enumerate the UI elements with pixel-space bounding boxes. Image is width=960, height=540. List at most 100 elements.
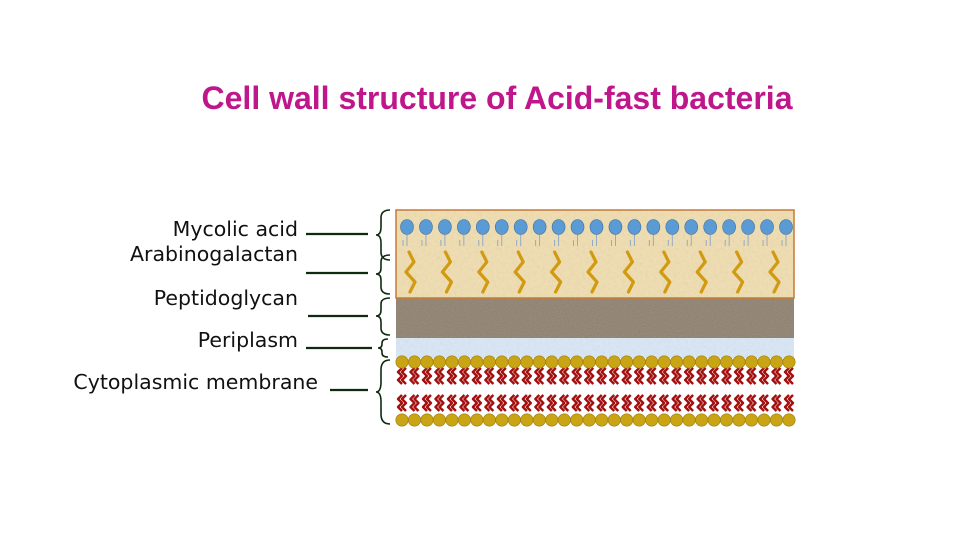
membrane-tail — [613, 394, 620, 412]
membrane-head — [732, 355, 746, 369]
membrane-tail — [609, 367, 616, 385]
membrane-tail — [696, 367, 703, 385]
mycolic-acid-tails — [402, 233, 787, 246]
arabinogalactan-chain — [768, 250, 781, 294]
membrane-tail — [662, 394, 670, 412]
membrane-tail — [637, 394, 645, 412]
mycolic-acid-head — [494, 219, 509, 235]
membrane-head — [620, 413, 634, 427]
mycolic-acid-head — [703, 219, 718, 235]
membrane-heads — [395, 355, 796, 427]
membrane-head — [657, 413, 671, 427]
membrane-tail — [737, 394, 745, 412]
arabinogalactan-chain — [440, 250, 453, 294]
arabinogalactan-chain — [513, 250, 526, 294]
membrane-tail — [563, 394, 570, 412]
membrane-tail — [571, 367, 578, 385]
membrane-head — [445, 355, 459, 369]
membrane-head — [657, 355, 671, 369]
arabinogalactan-chain — [659, 250, 672, 294]
membrane-tail — [613, 367, 620, 385]
membrane-tail — [588, 394, 595, 412]
membrane-tail — [621, 394, 628, 412]
membrane-tail — [413, 367, 420, 385]
membrane-head — [695, 413, 709, 427]
membrane-head — [595, 355, 609, 369]
membrane-tail — [771, 394, 778, 412]
membrane-head — [507, 413, 521, 427]
membrane-tail — [746, 367, 753, 385]
arabinogalactan-chain — [477, 250, 490, 294]
membrane-tail — [675, 394, 682, 412]
membrane-head — [682, 355, 696, 369]
mycolic-acid-head — [608, 219, 623, 235]
membrane-tail — [746, 394, 753, 412]
membrane-tail — [459, 367, 466, 385]
membrane-tail — [546, 367, 554, 385]
membrane-tail — [509, 394, 516, 412]
membrane-tail — [425, 394, 433, 412]
membrane-tail — [575, 367, 582, 385]
membrane-tail — [496, 394, 504, 412]
membrane-head — [782, 413, 796, 427]
mycolic-acid-tail — [629, 233, 635, 246]
membrane-head — [645, 413, 659, 427]
membrane-tail — [762, 394, 770, 412]
arabinogalactan-chain — [586, 250, 599, 294]
membrane-tail — [721, 367, 728, 385]
mycolic-acid-tail — [781, 233, 787, 246]
membrane-tail — [513, 394, 520, 412]
membrane-tail — [459, 394, 466, 412]
membrane-head — [470, 355, 484, 369]
periplasm-layer — [396, 338, 794, 358]
mycolic-acid-head — [722, 219, 736, 235]
membrane-head — [695, 355, 709, 369]
membrane-head — [520, 413, 534, 427]
membrane-tail — [538, 367, 545, 385]
mycolic-acid-tail — [516, 233, 522, 246]
membrane-head — [570, 413, 584, 427]
mycolic-acid-tail — [762, 233, 768, 246]
mycolic-acid-tail — [573, 233, 578, 246]
label-arabinogalactan: Arabinogalactan — [130, 242, 298, 266]
membrane-tail — [687, 367, 695, 385]
membrane-head — [570, 355, 584, 369]
arabinogalactan-chains — [404, 250, 781, 294]
membrane-head — [495, 355, 509, 369]
brace-periplasm — [377, 338, 389, 358]
membrane-tail — [733, 367, 741, 385]
membrane-tail — [596, 394, 603, 412]
membrane-tail — [762, 367, 770, 385]
membrane-tail — [475, 394, 483, 412]
membrane-tail — [650, 394, 657, 412]
membrane-tail — [588, 367, 595, 385]
membrane-tail — [409, 394, 416, 412]
membrane-head — [420, 355, 434, 369]
membrane-tail — [550, 394, 558, 412]
membrane-head — [782, 355, 796, 369]
membrane-tail — [658, 394, 666, 412]
mycolic-acid-tail — [554, 233, 560, 246]
membrane-head — [757, 413, 771, 427]
membrane-head — [557, 355, 571, 369]
membrane-head — [595, 413, 609, 427]
membrane-tail — [434, 394, 441, 412]
membrane-tail — [758, 394, 766, 412]
membrane-tail — [637, 367, 645, 385]
membrane-tail — [584, 367, 591, 385]
membrane-tail — [513, 367, 520, 385]
mycolic-acid-tail — [402, 233, 408, 246]
membrane-tail — [733, 394, 741, 412]
membrane-tail — [525, 394, 533, 412]
mycolic-acid-tail — [724, 233, 730, 246]
membrane-head — [407, 355, 421, 369]
membrane-head — [470, 413, 484, 427]
mycolic-acid-tail — [535, 233, 541, 246]
membrane-head — [557, 413, 571, 427]
mycolic-acid-tail — [421, 233, 427, 246]
mycolic-acid-head — [570, 219, 585, 235]
arabinogalactan-chain — [732, 250, 745, 294]
membrane-tail — [409, 367, 416, 385]
arabinogalactan-chain — [550, 250, 563, 294]
